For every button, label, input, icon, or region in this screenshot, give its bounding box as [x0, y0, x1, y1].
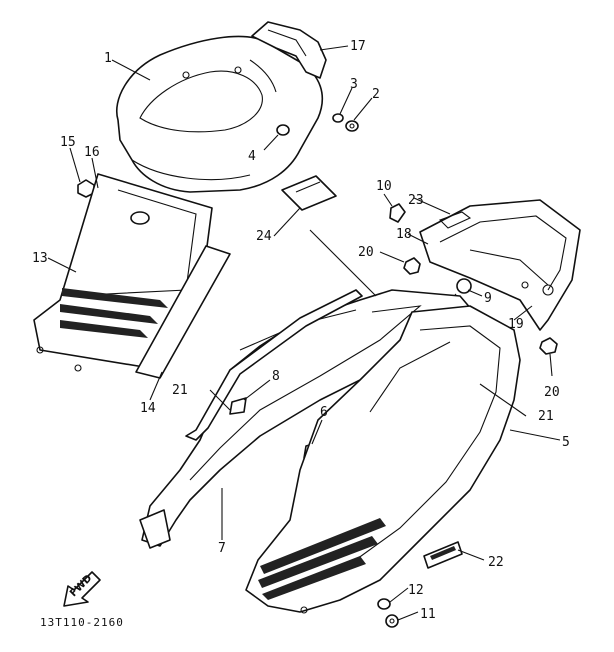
callout-9: 9: [484, 291, 492, 306]
part-11-nut: [385, 614, 399, 628]
callout-4: 4: [248, 149, 256, 164]
part-2-bolt: [345, 120, 359, 132]
part-24-plate: [281, 175, 337, 211]
part-21-edge-strip-left: [185, 289, 363, 441]
part-4-screw: [263, 124, 290, 151]
callout-12: 12: [408, 583, 424, 598]
part-12-washer: [377, 598, 391, 610]
part-20-nut-upper: [403, 257, 421, 275]
callout-19: 19: [508, 317, 524, 332]
part-8-emblem: [229, 397, 247, 415]
part-3-washer: [332, 113, 344, 123]
part-22-decal: [423, 541, 463, 569]
diagram-code: 13T110-2160: [40, 616, 124, 629]
callout-24: 24: [256, 229, 272, 244]
part-10-bolt: [389, 203, 406, 223]
callout-2: 2: [372, 87, 380, 102]
part-5-right-side-cover: [245, 305, 521, 614]
callout-21-left: 21: [172, 383, 188, 398]
callout-5: 5: [562, 435, 570, 450]
callout-20-upper: 20: [358, 245, 374, 260]
callout-21-right: 21: [538, 409, 554, 424]
callout-20-lower: 20: [544, 385, 560, 400]
part-23-grab-rail: [419, 199, 581, 331]
callout-23: 23: [408, 193, 424, 208]
forward-arrow-icon: FWD: [63, 571, 101, 607]
callout-6: 6: [320, 405, 328, 420]
callout-7: 7: [218, 541, 226, 556]
callout-18: 18: [396, 227, 412, 242]
callout-22: 22: [488, 555, 504, 570]
callout-16: 16: [84, 145, 100, 160]
callout-8: 8: [272, 369, 280, 384]
part-17-bracket: [251, 21, 327, 79]
callout-14: 14: [140, 401, 156, 416]
leader-lines: [47, 45, 561, 621]
callout-labels: 1 2 3 4 5 6 7 8 9 10 11 12 13 14 15 16 1…: [32, 39, 570, 622]
callout-15: 15: [60, 135, 76, 150]
part-20-nut-lower: [539, 337, 558, 355]
part-1-front-cover: [116, 35, 324, 193]
callout-11: 11: [420, 607, 436, 622]
part-13-inner-panel: [33, 173, 213, 372]
callout-1: 1: [104, 51, 112, 66]
callout-3: 3: [350, 77, 358, 92]
callout-10: 10: [376, 179, 392, 194]
callout-17: 17: [350, 39, 366, 54]
callout-13: 13: [32, 251, 48, 266]
